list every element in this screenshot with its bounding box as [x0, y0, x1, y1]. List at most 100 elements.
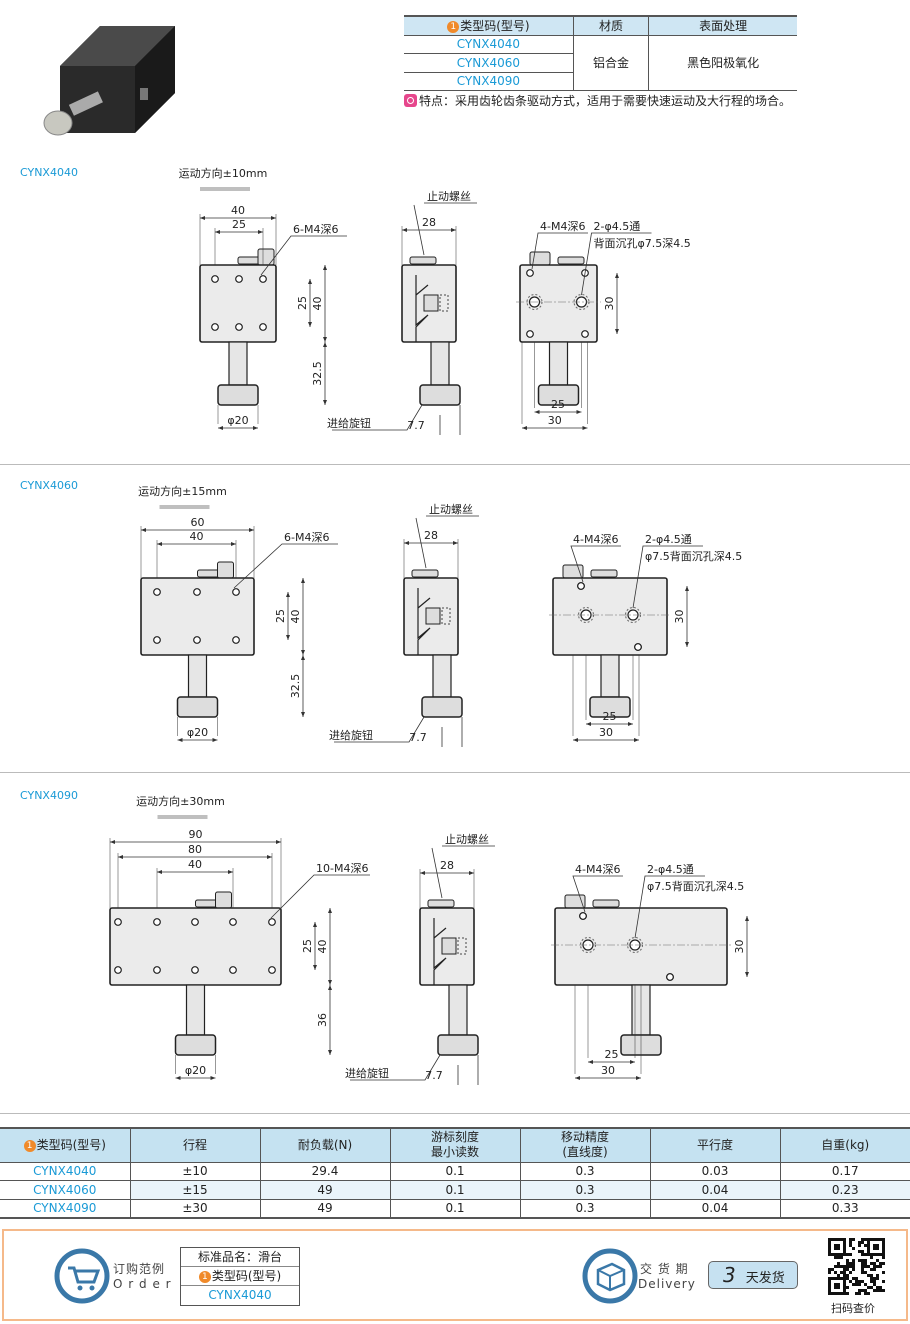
width-outer-dimension: 40 [231, 204, 245, 217]
stop-screw [592, 899, 620, 908]
motion-direction-label: 运动方向±30mm [136, 794, 225, 808]
feed-knob-label: 进给旋钮 [327, 416, 371, 430]
feed-knob [419, 384, 461, 406]
table-cell: 0.04 [649, 1180, 780, 1200]
knob-stem [187, 654, 208, 698]
number-badge: 1 [447, 21, 460, 34]
table-cell: 0.17 [779, 1162, 910, 1181]
mounting-hole [229, 918, 237, 926]
feature-note: 特点：采用齿轮齿条驱动方式，适用于需要快速运动及大行程的场合。 [404, 92, 791, 109]
mounting-hole [526, 330, 534, 338]
through-hole-label: 2-φ4.5通 [594, 220, 641, 233]
mounting-hole [268, 966, 276, 974]
side-width-dimension: 28 [422, 216, 436, 229]
section-label: CYNX4040 [20, 166, 78, 179]
model-link[interactable]: CYNX4040 [0, 1162, 130, 1181]
knob-stem [430, 341, 450, 386]
model-link[interactable]: CYNX4060 [404, 53, 574, 73]
knob-stem [185, 984, 206, 1036]
model-link[interactable]: CYNX4060 [0, 1180, 130, 1200]
knob-stem [600, 654, 620, 698]
divider [0, 464, 910, 465]
qr-label: 扫码查价 [831, 1302, 875, 1315]
back-width-outer-dimension: 30 [599, 726, 613, 739]
mounting-hole [211, 323, 219, 331]
feed-knob [217, 384, 259, 406]
knob-diameter-dimension: φ20 [227, 414, 248, 427]
table-cell: 0.04 [649, 1199, 780, 1219]
stem-length-dimension: 32.5 [311, 361, 324, 386]
order-example-model[interactable]: CYNX4040 [208, 1288, 272, 1302]
back-view-body [552, 577, 668, 656]
knob-stem [228, 341, 248, 386]
stop-screw-label: 止动螺丝 [445, 833, 489, 846]
stem-length-dimension: 32.5 [289, 674, 302, 699]
section-label: CYNX4060 [20, 479, 78, 492]
header-accuracy: 移动精度(直线度) [519, 1127, 650, 1163]
feed-knob-label: 进给旋钮 [329, 728, 373, 742]
through-hole-label: 2-φ4.5通 [645, 533, 692, 546]
back-width-inner-dimension: 25 [603, 710, 617, 723]
model-link[interactable]: CYNX4040 [404, 35, 574, 54]
counterbore-label: φ7.5背面沉孔深4.5 [645, 549, 742, 563]
qr-code[interactable] [828, 1238, 886, 1296]
knob-diameter-dimension: φ20 [187, 726, 208, 739]
header-load: 耐负载(N) [259, 1127, 390, 1163]
mounting-hole [211, 275, 219, 283]
table-cell: 0.3 [519, 1162, 650, 1181]
stop-screw [409, 256, 437, 265]
table-cell: 49 [259, 1199, 390, 1219]
stop-screw [557, 256, 585, 265]
standard-name: 标准品名：滑台 [181, 1248, 299, 1267]
height-dimension: 40 [311, 297, 324, 311]
product-photo [43, 26, 175, 136]
order-title: 订购范例 [113, 1262, 166, 1276]
stem-length-dimension: 36 [316, 1013, 329, 1027]
section-label: CYNX4090 [20, 789, 78, 802]
through-hole-label: 2-φ4.5通 [647, 863, 694, 876]
header-surface: 表面处理 [648, 15, 797, 36]
mounting-hole [229, 966, 237, 974]
table-cell: 0.3 [519, 1180, 650, 1200]
mounting-hole [153, 636, 161, 644]
width-inner-dimension: 40 [190, 530, 204, 543]
model-link[interactable]: CYNX4090 [0, 1199, 130, 1219]
mounting-hole [114, 966, 122, 974]
delivery-title-en: Delivery [638, 1277, 696, 1291]
feed-knob [176, 696, 219, 718]
mounting-hole [268, 918, 276, 926]
height-dimension: 40 [289, 610, 302, 624]
stop-screw [427, 899, 455, 908]
table-cell: 0.3 [519, 1199, 650, 1219]
header-stroke: 行程 [129, 1127, 260, 1163]
mounting-hole [579, 912, 587, 920]
back-hole-spec-label: 4-M4深6 [575, 863, 620, 876]
height-dimension: 40 [316, 940, 329, 954]
hole-spec-label: 10-M4深6 [316, 862, 368, 875]
mounting-hole [114, 918, 122, 926]
feed-knob [421, 696, 463, 718]
back-width-inner-dimension: 25 [551, 398, 565, 411]
knob-stem [548, 341, 569, 386]
number-badge: 1 [23, 1139, 36, 1152]
pitch-dimension: 25 [274, 609, 287, 623]
delivery-title: 交 货 期 [640, 1262, 689, 1276]
feed-knob [537, 384, 580, 406]
pitch-dimension: 25 [296, 296, 309, 310]
pitch-dimension: 25 [301, 939, 314, 953]
mounting-hole [191, 966, 199, 974]
feed-knob [589, 696, 631, 718]
back-hole-spec-label: 4-M4深6 [540, 220, 585, 233]
mounting-hole [259, 275, 267, 283]
mounting-hole [235, 275, 243, 283]
model-link[interactable]: CYNX4090 [404, 72, 574, 91]
hole-spec-label: 6-M4深6 [293, 223, 338, 236]
table-cell: ±30 [129, 1199, 260, 1219]
